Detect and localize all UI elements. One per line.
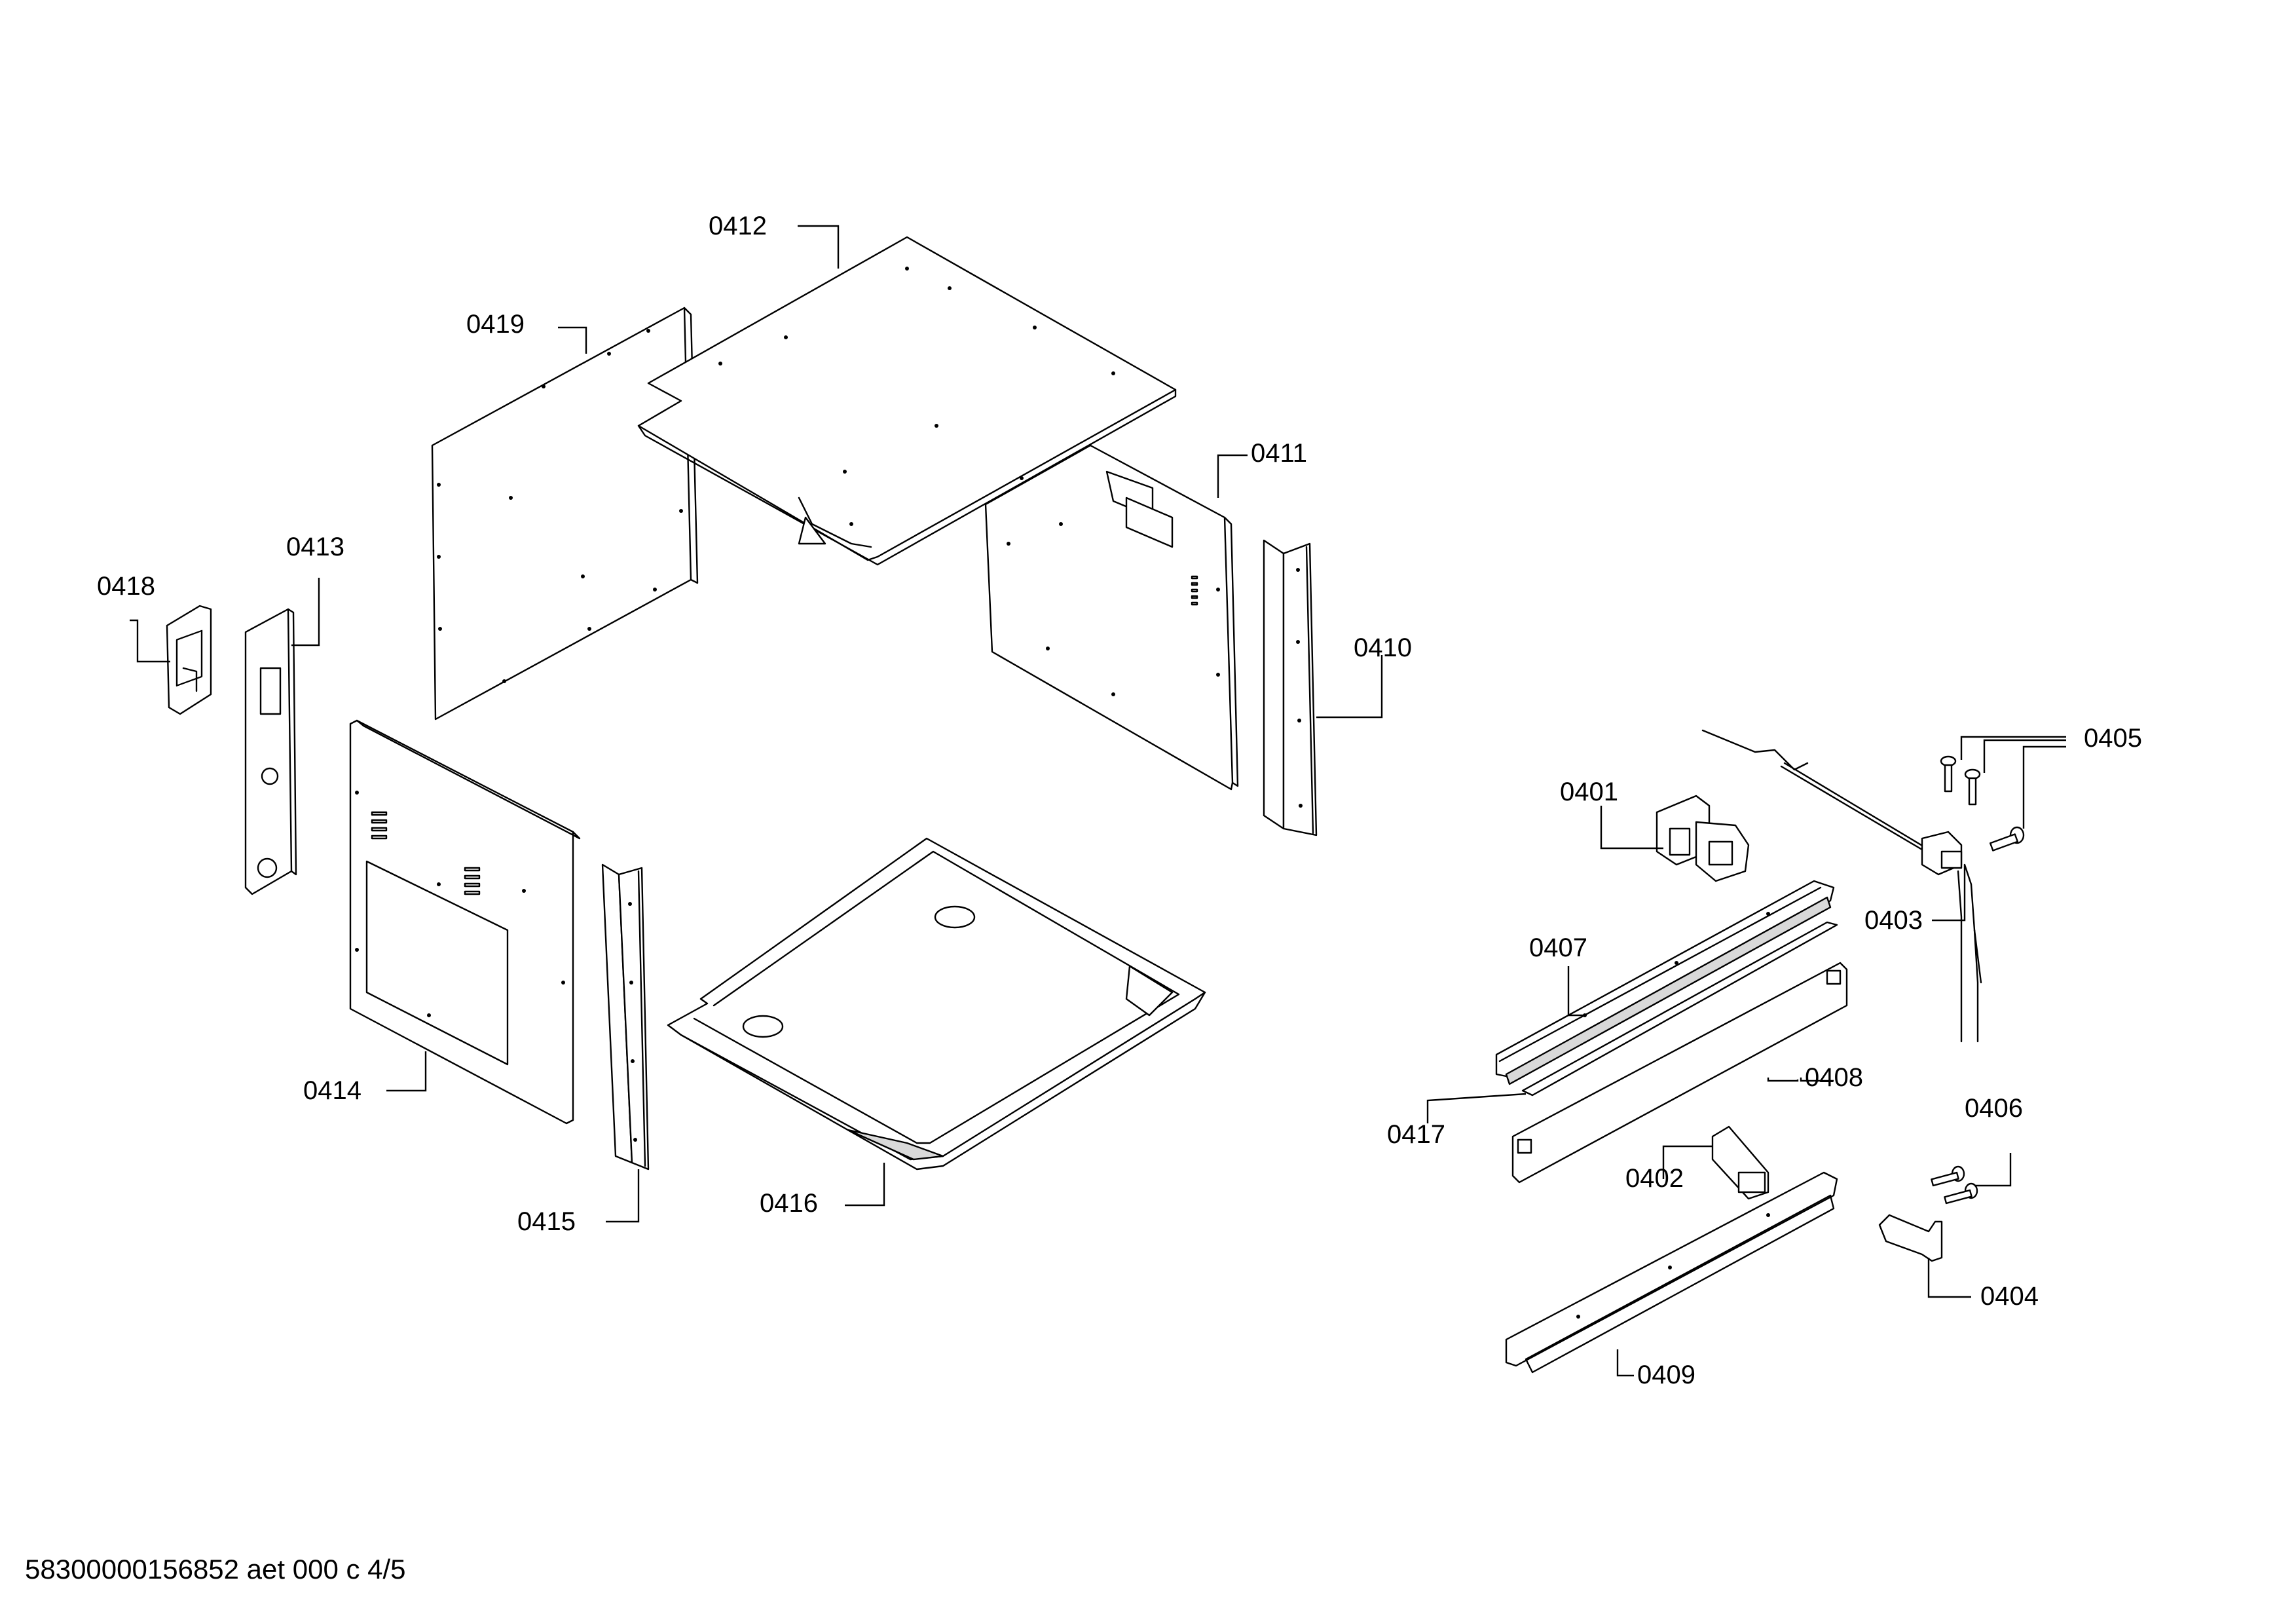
part-0405-screws	[1940, 755, 2025, 852]
label-0408: 0408	[1805, 1063, 1863, 1092]
part-0407-rail	[1495, 880, 1835, 1085]
label-0419: 0419	[466, 310, 525, 339]
leader-0409	[1616, 1349, 1634, 1377]
part-0403-sensor-wire	[1701, 729, 1982, 1043]
part-0416-bottom-tray	[667, 837, 1206, 1171]
leader-0405b	[1983, 739, 2066, 773]
part-0410-vertical-rail	[1263, 539, 1318, 836]
label-0413: 0413	[286, 533, 344, 561]
part-0418-bracket	[166, 605, 212, 715]
part-0417-strip	[1521, 921, 1838, 1097]
leader-0413	[291, 578, 320, 647]
label-0411: 0411	[1251, 439, 1307, 468]
part-0414-side-panel	[349, 719, 581, 1125]
leader-0408	[1800, 1078, 1834, 1082]
label-0416: 0416	[760, 1189, 818, 1218]
leader-0415	[606, 1169, 640, 1223]
label-0401: 0401	[1560, 778, 1618, 806]
label-0417: 0417	[1387, 1120, 1445, 1149]
part-0409-lower-rail	[1505, 1171, 1838, 1374]
leader-0402	[1662, 1145, 1713, 1179]
leader-0403	[1932, 865, 1966, 922]
part-0419-side-panel	[431, 307, 699, 721]
label-0409: 0409	[1637, 1361, 1695, 1389]
leader-0414	[386, 1051, 427, 1092]
leader-0405c	[2022, 745, 2066, 829]
label-0404: 0404	[1980, 1282, 2039, 1311]
leader-0407	[1567, 966, 1585, 1017]
part-0404-clip	[1878, 1214, 1943, 1262]
leader-lines	[130, 225, 2066, 1377]
label-0406: 0406	[1965, 1094, 2023, 1123]
leader-0404	[1927, 1258, 1971, 1298]
label-0415: 0415	[517, 1207, 576, 1236]
part-labels: 0412 0419 0411 0410 0413 0418 0414 0415 …	[97, 212, 2142, 1389]
label-0403: 0403	[1864, 906, 1923, 935]
label-0402: 0402	[1625, 1164, 1684, 1193]
part-0406-screws	[1931, 1165, 1978, 1205]
part-0402-bracket	[1711, 1125, 1769, 1200]
leader-0406	[1974, 1153, 2012, 1187]
leader-0417	[1426, 1093, 1527, 1123]
label-0412: 0412	[709, 212, 767, 240]
leader-0410	[1316, 655, 1383, 719]
label-0414: 0414	[303, 1076, 361, 1105]
leader-0419	[558, 326, 587, 354]
leader-0416	[845, 1163, 885, 1207]
label-0418: 0418	[97, 572, 155, 601]
label-0410: 0410	[1354, 633, 1412, 662]
leader-0412	[798, 225, 840, 269]
part-0415-vertical-rail	[601, 863, 650, 1171]
leader-0411	[1217, 454, 1248, 498]
label-0405: 0405	[2084, 724, 2142, 753]
label-0407: 0407	[1529, 933, 1587, 962]
part-0413-vertical-strip	[244, 608, 297, 895]
part-0408-mesh-panel	[1511, 962, 1848, 1184]
leader-0418	[130, 619, 170, 663]
leader-0405	[1960, 736, 2066, 760]
part-0411-rear-panel	[984, 444, 1239, 791]
leader-0408b	[1767, 1078, 1799, 1082]
document-reference: 58300000156852 aet 000 c 4/5	[25, 1554, 406, 1585]
leader-0401	[1600, 806, 1663, 850]
part-0412-top-panel	[637, 236, 1177, 566]
part-0401-valve-block	[1656, 795, 1750, 882]
